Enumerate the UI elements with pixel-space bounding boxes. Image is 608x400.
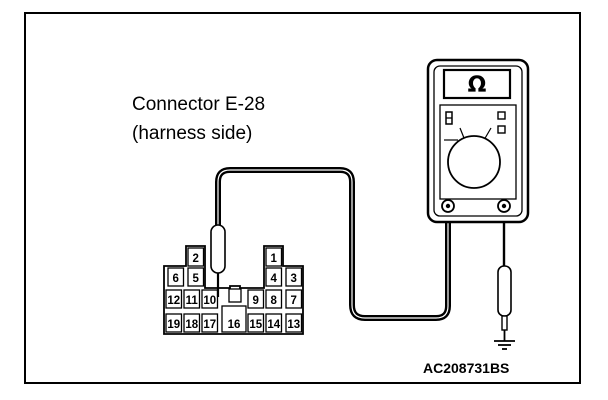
connector-pin-8[interactable] <box>265 289 283 309</box>
connector-pin-label: 15 <box>249 319 262 331</box>
connector-probe-handle <box>210 224 226 274</box>
ground-probe <box>494 265 515 350</box>
connector-pin-label: 6 <box>173 273 179 285</box>
multimeter: Ω <box>426 58 530 224</box>
connector-pin-13[interactable] <box>285 313 303 333</box>
connector-pin-label: 12 <box>167 295 180 307</box>
connector-pin-16[interactable] <box>221 305 247 333</box>
connector-pin-label: 16 <box>228 319 241 331</box>
mode-indicator-icon <box>497 111 506 120</box>
connector-pin-label: 5 <box>193 273 200 285</box>
connector-pin-1[interactable] <box>265 247 283 267</box>
connector-pin-label: 7 <box>291 295 297 307</box>
connector-pin-18[interactable] <box>183 313 201 333</box>
connector-probe <box>210 224 226 297</box>
connector-pin-label: 17 <box>203 319 216 331</box>
reference-code: AC208731BS <box>423 360 509 376</box>
ohm-display-icon <box>442 68 512 100</box>
connector-caption-line2: (harness side) <box>132 123 252 144</box>
connector-pin-label: 13 <box>287 319 300 331</box>
multimeter-inner-border <box>433 65 523 217</box>
selector-dial-icon[interactable] <box>447 135 501 189</box>
connector-pin-label: 4 <box>271 273 278 285</box>
connector-pin-6[interactable] <box>167 267 185 287</box>
terminal-icon-v-center <box>501 203 507 209</box>
connector-pin-label: 18 <box>185 319 198 331</box>
connector-pin-label: 19 <box>167 319 180 331</box>
connector-pin-5[interactable] <box>187 267 205 287</box>
connector-lock-tab <box>228 288 242 303</box>
ground-probe-tip <box>501 315 508 331</box>
connector-pin-label: 9 <box>253 295 259 307</box>
connector-pin-label: 2 <box>193 253 199 265</box>
connector-caption-line1: Connector E-28 <box>132 94 265 115</box>
connector-pin-9[interactable] <box>247 289 265 309</box>
connector-pin-label: 8 <box>271 295 278 307</box>
connector-pin-15[interactable] <box>247 313 265 333</box>
mode-indicator-icon-2 <box>497 125 506 134</box>
connector-pin-19[interactable] <box>165 313 183 333</box>
ground-probe-handle <box>497 265 512 317</box>
connector-pin-label: 3 <box>291 273 297 285</box>
connector-pin-7[interactable] <box>285 289 303 309</box>
display-symbol: Ω <box>468 73 487 98</box>
connector-pin-14[interactable] <box>265 313 283 333</box>
connector-pin-label: 14 <box>267 319 280 331</box>
connector-pin-11[interactable] <box>183 289 201 309</box>
connector-pin-4[interactable] <box>265 267 283 287</box>
test-lead-black-inner <box>217 169 449 319</box>
connector-pin-17[interactable] <box>201 313 219 333</box>
connector-pin-12[interactable] <box>165 289 183 309</box>
connector-pin-label: 11 <box>186 295 199 307</box>
connector-pin-label: 10 <box>203 295 216 307</box>
terminal-icon-com-center <box>445 203 451 209</box>
dial-tick <box>459 127 465 139</box>
connector-pin-10[interactable] <box>201 289 219 309</box>
diagram-frame <box>24 12 581 384</box>
connector-pin-2[interactable] <box>187 247 205 267</box>
connector-pin-label: 1 <box>271 253 278 265</box>
connector-pin-3[interactable] <box>285 267 303 287</box>
